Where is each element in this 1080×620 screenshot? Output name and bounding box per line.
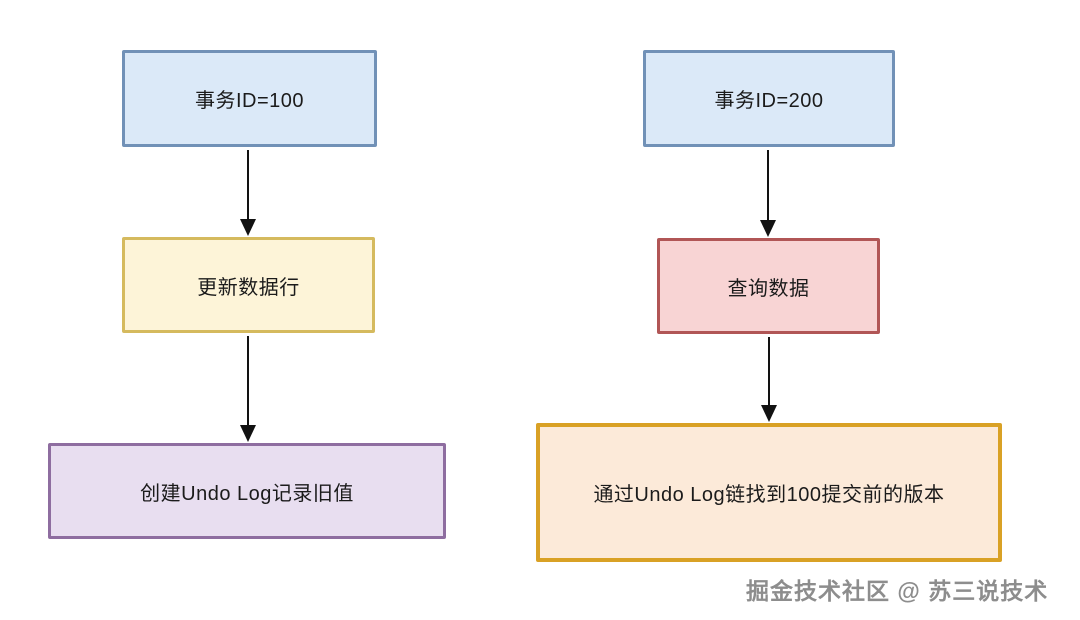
node-label: 查询数据 [727, 277, 810, 300]
arrow-shaft [247, 150, 249, 219]
arrow-shaft [247, 336, 249, 425]
node-label: 更新数据行 [197, 276, 300, 299]
arrow-shaft [767, 150, 769, 220]
arrow-query-to-find [761, 337, 777, 422]
watermark-text: 掘金技术社区 @ 苏三说技术 [746, 578, 1049, 604]
node-transaction-100: 事务ID=100 [122, 50, 377, 147]
node-label: 通过Undo Log链找到100提交前的版本 [593, 484, 945, 506]
node-find-version-via-undo-log-chain: 通过Undo Log链找到100提交前的版本 [536, 423, 1002, 562]
arrow-head-icon [761, 405, 777, 422]
node-update-data-row: 更新数据行 [122, 237, 375, 333]
arrow-txn100-to-update [240, 150, 256, 236]
arrow-head-icon [240, 219, 256, 236]
arrow-txn200-to-query [760, 150, 776, 237]
arrow-shaft [768, 337, 770, 405]
node-query-data: 查询数据 [657, 238, 880, 334]
node-label: 事务ID=200 [714, 90, 824, 112]
node-transaction-200: 事务ID=200 [643, 50, 895, 147]
node-label: 事务ID=100 [194, 90, 305, 112]
arrow-head-icon [240, 425, 256, 442]
node-create-undo-log: 创建Undo Log记录旧值 [48, 443, 446, 539]
arrow-update-to-undolog [240, 336, 256, 442]
arrow-head-icon [760, 220, 776, 237]
node-label: 创建Undo Log记录旧值 [140, 482, 354, 505]
